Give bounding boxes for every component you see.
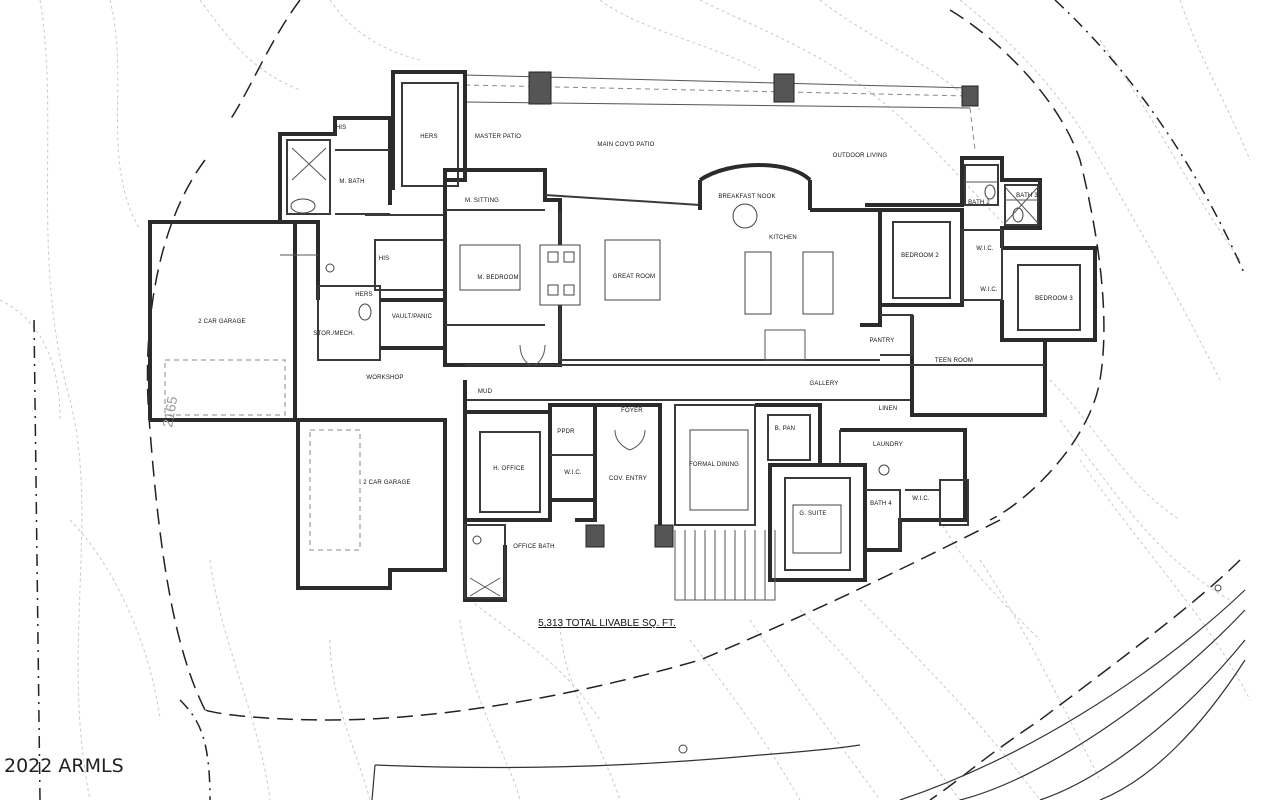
- sink-icon: [878, 464, 890, 476]
- patio-column: [773, 73, 795, 103]
- room-label-main-covd-patio: MAIN COV'D PATIO: [597, 142, 654, 148]
- room-label-m-sitting: M. SITTING: [465, 198, 499, 204]
- lot-boundary: [33, 0, 1246, 800]
- road: [371, 584, 1246, 800]
- sink-icon: [325, 263, 335, 273]
- room-label-teen-room: TEEN ROOM: [935, 358, 973, 364]
- room-label-gallery: GALLERY: [810, 381, 839, 387]
- room-label-hers: HERS: [420, 134, 437, 140]
- kitchen-island-icon: [802, 251, 834, 315]
- room-label-workshop: WORKSHOP: [366, 375, 403, 381]
- patio-beam: [464, 71, 979, 170]
- tub-icon: [290, 198, 316, 214]
- walls: [148, 70, 1097, 602]
- lot-number: 2165: [159, 395, 180, 429]
- room-label-master-patio: MASTER PATIO: [475, 134, 521, 140]
- entry-column: [654, 524, 674, 548]
- room-label-great-room: GREAT ROOM: [613, 274, 655, 280]
- room-label-g-suite: G. SUITE: [799, 511, 826, 517]
- patio-column: [961, 85, 979, 107]
- room-label-laundry: LAUNDRY: [873, 442, 903, 448]
- room-labels: HERS HIS MASTER PATIO MAIN COV'D PATIO O…: [198, 125, 1073, 550]
- room-label-bath-4: BATH 4: [870, 501, 892, 507]
- room-label-bath-3: BATH 3: [1016, 193, 1038, 199]
- bed-icon: [459, 244, 521, 291]
- room-label-formal-dining: FORMAL DINING: [689, 462, 739, 468]
- room-label-wic: W.I.C.: [980, 287, 998, 293]
- toilet-icon: [984, 184, 996, 200]
- armls-watermark: 2022 ARMLS: [4, 755, 124, 777]
- room-label-ppdr: PPDR: [557, 429, 575, 435]
- room-label-breakfast-nook: BREAKFAST NOOK: [718, 194, 775, 200]
- fixtures: [280, 147, 1039, 597]
- entry-column: [585, 524, 605, 548]
- topo-contours: [0, 0, 1251, 800]
- room-label-h-office: H. OFFICE: [493, 466, 524, 472]
- room-label-wic: W.I.C.: [564, 470, 582, 476]
- room-label-hers-small: HERS: [355, 292, 372, 298]
- patio-column: [528, 71, 552, 105]
- room-label-2-car-garage: 2 CAR GARAGE: [198, 319, 245, 325]
- room-label-pantry: PANTRY: [870, 338, 895, 344]
- sofa-icon: [604, 239, 661, 301]
- room-label-linen: LINEN: [879, 406, 898, 412]
- room-label-vault-pano: VAULT/PANIC: [392, 314, 433, 320]
- room-label-b-pan: B. PAN: [775, 426, 795, 432]
- toilet-icon: [358, 303, 372, 321]
- survey-marker-icon: [678, 744, 688, 754]
- kitchen-island-icon: [744, 251, 772, 315]
- sink-icon: [472, 535, 482, 545]
- toilet-icon: [1012, 207, 1024, 223]
- room-label-bath-2: BATH 2: [968, 200, 990, 206]
- room-label-m-bath: M. BATH: [339, 179, 364, 185]
- room-label-wic: W.I.C.: [976, 246, 994, 252]
- bed-icon: [792, 504, 842, 554]
- room-label-m-bedroom: M. BEDROOM: [477, 275, 518, 281]
- room-label-wic: W.I.C.: [912, 496, 930, 502]
- room-label-outdoor-living: OUTDOOR LIVING: [833, 153, 888, 159]
- room-label-2-car-garage: 2 CAR GARAGE: [363, 480, 410, 486]
- room-label-mud: MUD: [478, 389, 493, 395]
- room-label-his: HIS: [336, 125, 347, 131]
- room-label-office-bath: OFFICE BATH: [513, 544, 554, 550]
- room-label-bedroom-3: BEDROOM 3: [1035, 296, 1073, 302]
- room-label-foyer: FOYER: [621, 408, 643, 414]
- dining-table-icon: [689, 429, 749, 511]
- room-label-bedroom-2: BEDROOM 2: [901, 253, 939, 259]
- total-livable-sqft: 5,313 TOTAL LIVABLE SQ. FT.: [538, 618, 676, 629]
- table-icon: [732, 203, 758, 229]
- room-label-stor-mech: STOR./MECH.: [313, 331, 355, 337]
- room-label-cov-entry: COV. ENTRY: [609, 476, 647, 482]
- survey-marker-icon: [1214, 584, 1222, 592]
- room-label-kitchen: KITCHEN: [769, 235, 797, 241]
- room-label-his-closet: HIS: [379, 256, 390, 262]
